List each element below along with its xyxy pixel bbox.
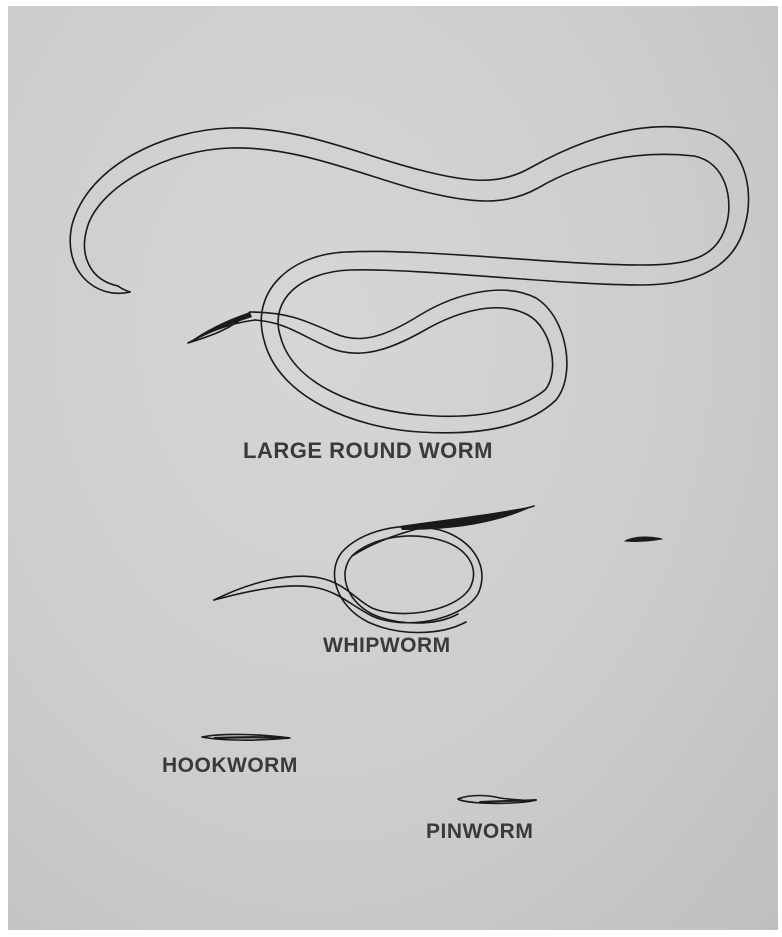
label-hookworm: HOOKWORM: [162, 754, 298, 778]
large-round-worm-head: [118, 286, 130, 292]
hookworm-dark-line: [215, 737, 288, 738]
label-large-round-worm: LARGE ROUND WORM: [243, 438, 493, 464]
large-round-worm-outline-outer: [70, 127, 748, 417]
large-round-worm-outline-inner: [85, 148, 729, 433]
hookworm-drawing: [202, 734, 290, 740]
whipworm-outline-inner: [214, 526, 482, 632]
label-pinworm: PINWORM: [426, 820, 533, 844]
whipworm-drawing: [214, 506, 534, 633]
small-worm-specimen: [625, 537, 662, 541]
large-round-worm-drawing: [70, 127, 748, 433]
whipworm-whip-fill: [400, 506, 534, 530]
label-whipworm: WHIPWORM: [323, 634, 451, 658]
pinworm-drawing: [458, 796, 536, 804]
